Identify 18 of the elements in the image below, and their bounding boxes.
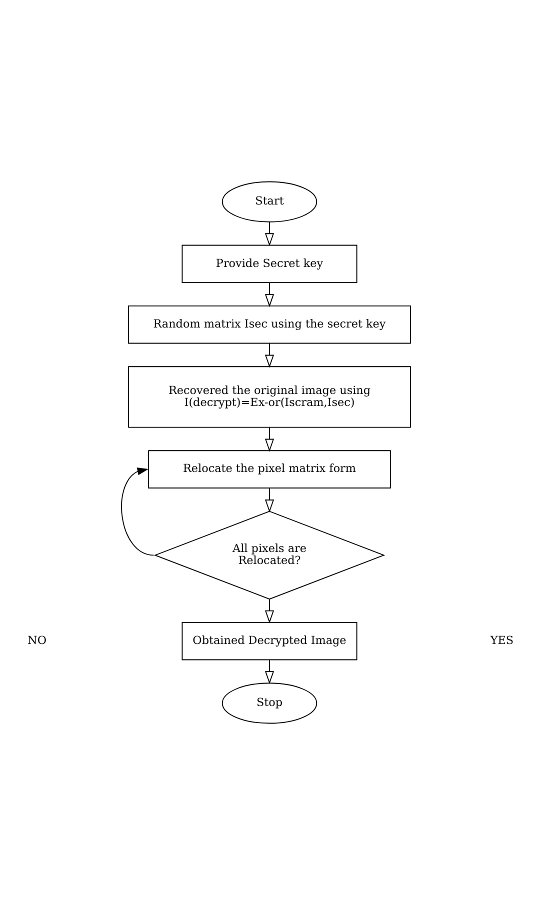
- node-box: Obtained Decrypted Image: [182, 622, 358, 660]
- label: NO: [28, 634, 46, 647]
- node-box: Recovered the original image using I(decrypt)=Ex-or(Iscram,Isec): [128, 366, 411, 428]
- node-box: Provide Secret key: [182, 244, 358, 284]
- node-ellipse: Stop: [222, 682, 318, 724]
- node-box: Random matrix Isec using the secret key: [128, 305, 411, 344]
- node-diamond: All pixels are Relocated?: [154, 510, 386, 600]
- arrow: [121, 468, 154, 556]
- label: YES: [490, 634, 514, 647]
- arrow: [264, 222, 274, 246]
- arrow: [264, 598, 274, 624]
- arrow: [264, 488, 274, 513]
- arrow: [264, 342, 274, 368]
- node-ellipse: Start: [222, 181, 318, 222]
- node-box: Relocate the pixel matrix form: [148, 450, 391, 488]
- arrow: [264, 659, 274, 684]
- arrow: [264, 282, 274, 308]
- arrow: [264, 426, 274, 452]
